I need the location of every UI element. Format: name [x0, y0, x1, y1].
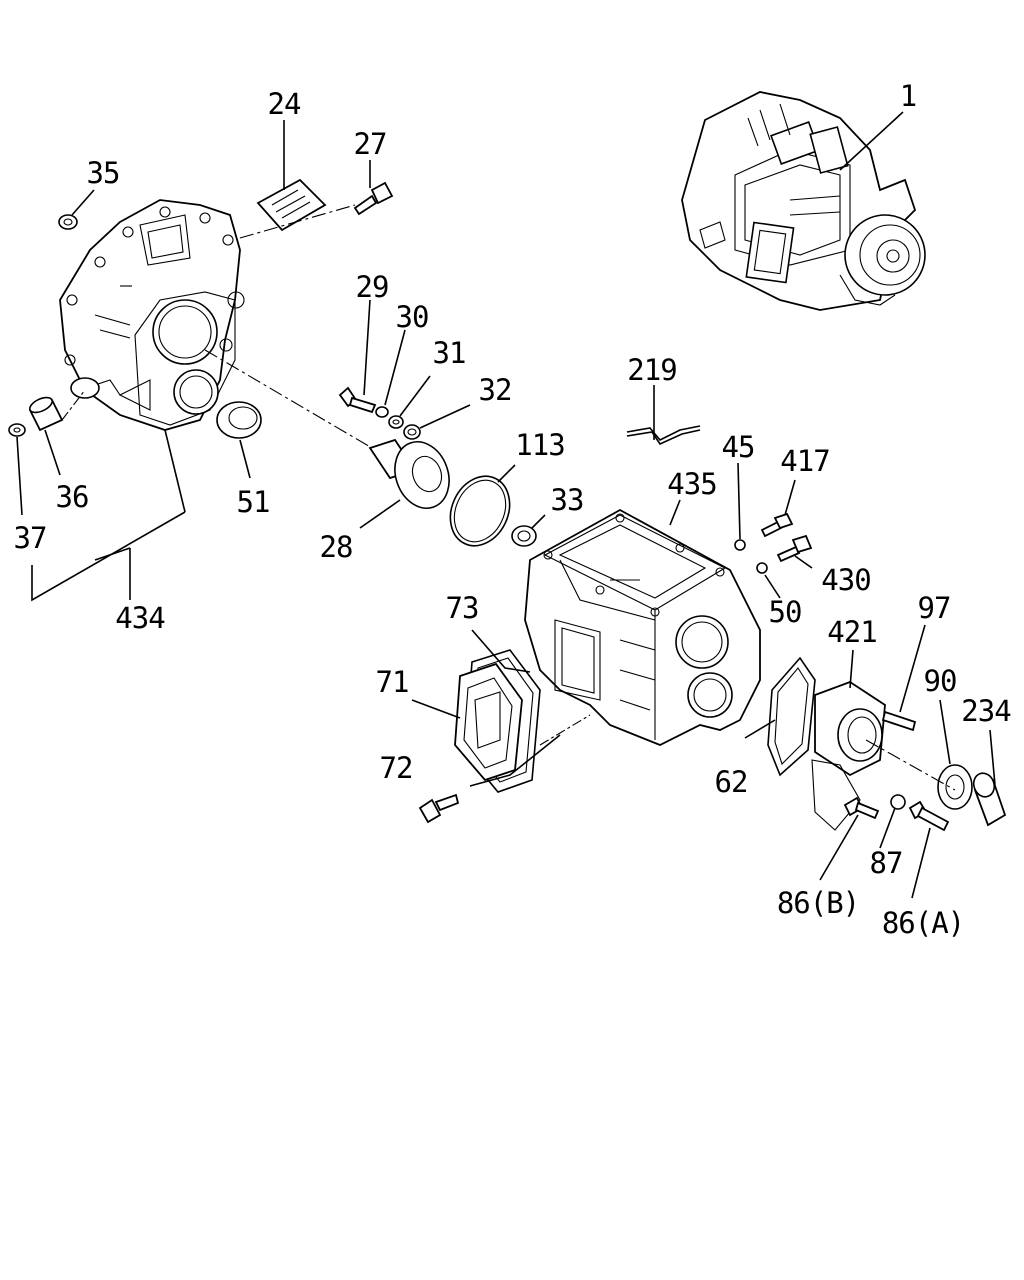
label-part-430: 430: [821, 563, 870, 597]
part-32-washer: [403, 424, 421, 440]
label-part-1: 1: [900, 79, 916, 113]
label-part-51: 51: [237, 485, 270, 519]
part-97-stud: [881, 710, 917, 732]
label-part-27: 27: [354, 127, 387, 161]
label-part-28: 28: [320, 530, 353, 564]
part-219-bracket: [626, 425, 701, 446]
part-30-washer: [375, 406, 389, 418]
label-part-421: 421: [827, 615, 876, 649]
label-part-86b: 86(B): [777, 886, 859, 920]
part-90-seal: [937, 764, 973, 810]
part-430-bolt: [776, 534, 813, 563]
label-part-86a: 86(A): [882, 906, 964, 940]
callout-labels: 1 24 27 35 29 30 31 32 219 113 45 417 33…: [14, 79, 1013, 940]
part-71-cover: [454, 662, 523, 782]
part-62-gasket: [767, 656, 816, 777]
clutch-housing-illustration: [59, 199, 245, 431]
part-72-bolt: [418, 793, 460, 824]
label-part-30: 30: [396, 300, 429, 334]
label-part-45: 45: [722, 430, 755, 464]
label-part-417: 417: [780, 444, 829, 478]
part-36-sleeve: [28, 396, 64, 432]
part-37-ring: [8, 423, 26, 437]
part-33-seal: [511, 525, 537, 547]
label-part-435: 435: [667, 467, 716, 501]
label-part-234: 234: [961, 694, 1011, 728]
label-part-97: 97: [918, 591, 951, 625]
label-part-29: 29: [356, 270, 389, 304]
label-part-33: 33: [551, 483, 584, 517]
part-29-bolt: [338, 386, 377, 414]
part-234-cap: [972, 772, 1007, 827]
part-86b-bolt: [843, 796, 880, 820]
label-part-24: 24: [268, 87, 301, 121]
part-31-washer: [388, 415, 404, 429]
part-50-washer: [756, 562, 768, 574]
part-45-washer: [734, 539, 746, 551]
label-part-113: 113: [515, 428, 564, 462]
label-part-90: 90: [924, 664, 957, 698]
part-86a-bolt: [908, 800, 950, 832]
leader-lines: [16, 111, 996, 899]
label-part-31: 31: [433, 336, 466, 370]
transmission-case-illustration: [524, 508, 761, 746]
label-part-62: 62: [715, 765, 748, 799]
part-27-bolt: [353, 181, 394, 216]
part-28-bearing-retainer: [368, 438, 450, 509]
label-part-50: 50: [769, 595, 802, 629]
label-part-73: 73: [446, 591, 479, 625]
part-87-washer: [890, 794, 906, 810]
label-part-72: 72: [380, 751, 413, 785]
label-part-87: 87: [870, 846, 903, 880]
part-113-o-ring: [449, 475, 511, 547]
label-part-36: 36: [56, 480, 89, 514]
label-part-71: 71: [376, 665, 409, 699]
part-421-housing: [811, 680, 886, 831]
label-part-37: 37: [14, 521, 47, 555]
label-part-434: 434: [115, 601, 165, 635]
part-417-bolt: [760, 512, 794, 538]
part-51-seal: [216, 401, 262, 439]
part-35-plug: [58, 214, 78, 230]
part-24-cover-plate: [256, 178, 327, 232]
label-part-32: 32: [479, 373, 512, 407]
transmission-assembly-illustration: [681, 91, 926, 311]
label-part-219: 219: [627, 353, 676, 387]
label-part-35: 35: [87, 156, 120, 190]
